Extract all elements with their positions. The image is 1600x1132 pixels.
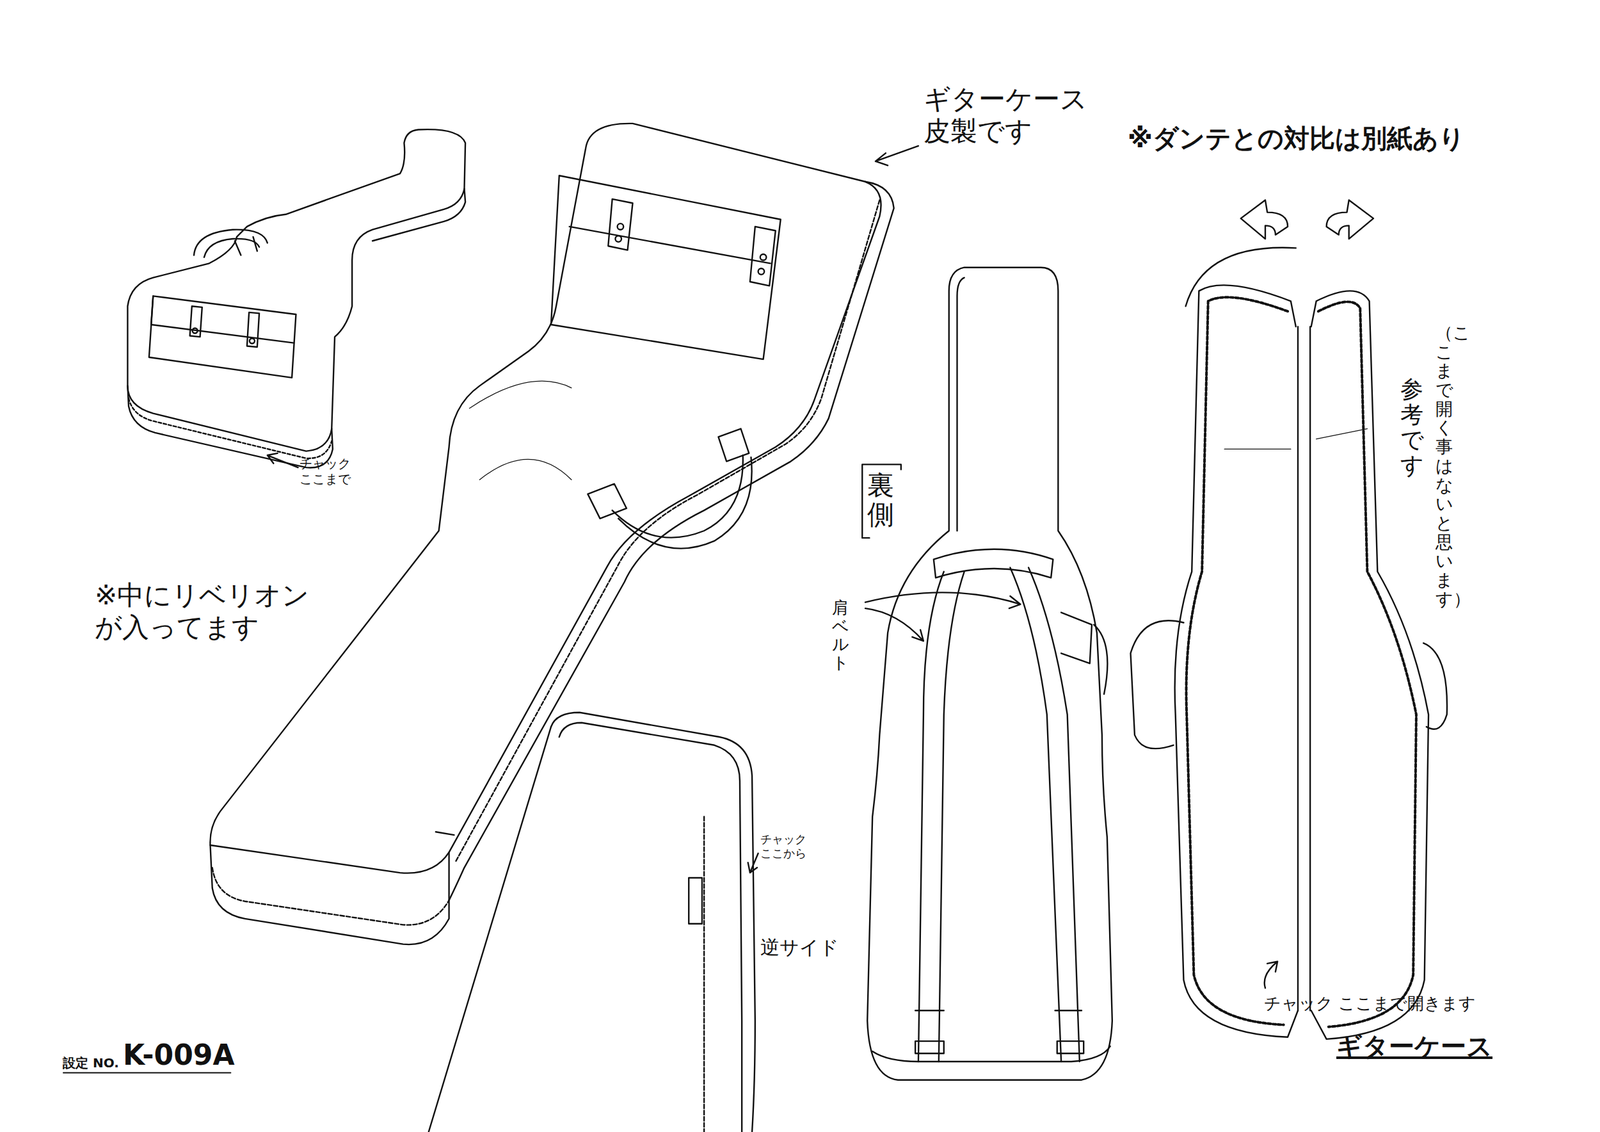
vertical-note: （ここまで開く事はないと思います） bbox=[1435, 323, 1453, 608]
sheet-number-prefix: 設定 NO. bbox=[62, 1054, 120, 1071]
zipper-note: チャック ここから bbox=[760, 832, 818, 860]
sheet-number: K-009A bbox=[122, 1038, 235, 1072]
sheet-title: ギターケース bbox=[1336, 1030, 1493, 1062]
side-label: 逆サイド bbox=[760, 935, 840, 959]
printed-note: ※ダンテとの対比は別紙あり bbox=[1127, 122, 1465, 154]
open-direction-arrows bbox=[1240, 199, 1374, 239]
back-side-view bbox=[867, 267, 1113, 1080]
handwritten-note: ギターケース 皮製です bbox=[923, 83, 1101, 148]
part-name: 肩ベルト bbox=[832, 598, 849, 672]
zipper-note: チャック ここまで開きます bbox=[1264, 993, 1476, 1014]
small-case-view bbox=[127, 129, 466, 468]
main-case-view bbox=[209, 123, 894, 944]
reverse-side-view bbox=[428, 712, 756, 1132]
vertical-note: 参考です bbox=[1400, 376, 1424, 478]
leader-lines bbox=[63, 145, 1296, 1073]
side-label: 裏側 bbox=[867, 470, 895, 530]
open-case-view bbox=[1130, 284, 1448, 1039]
zipper-note: チャック ここまで bbox=[299, 455, 364, 487]
handwritten-note: ※中にリベリオン が入ってます bbox=[94, 579, 329, 644]
